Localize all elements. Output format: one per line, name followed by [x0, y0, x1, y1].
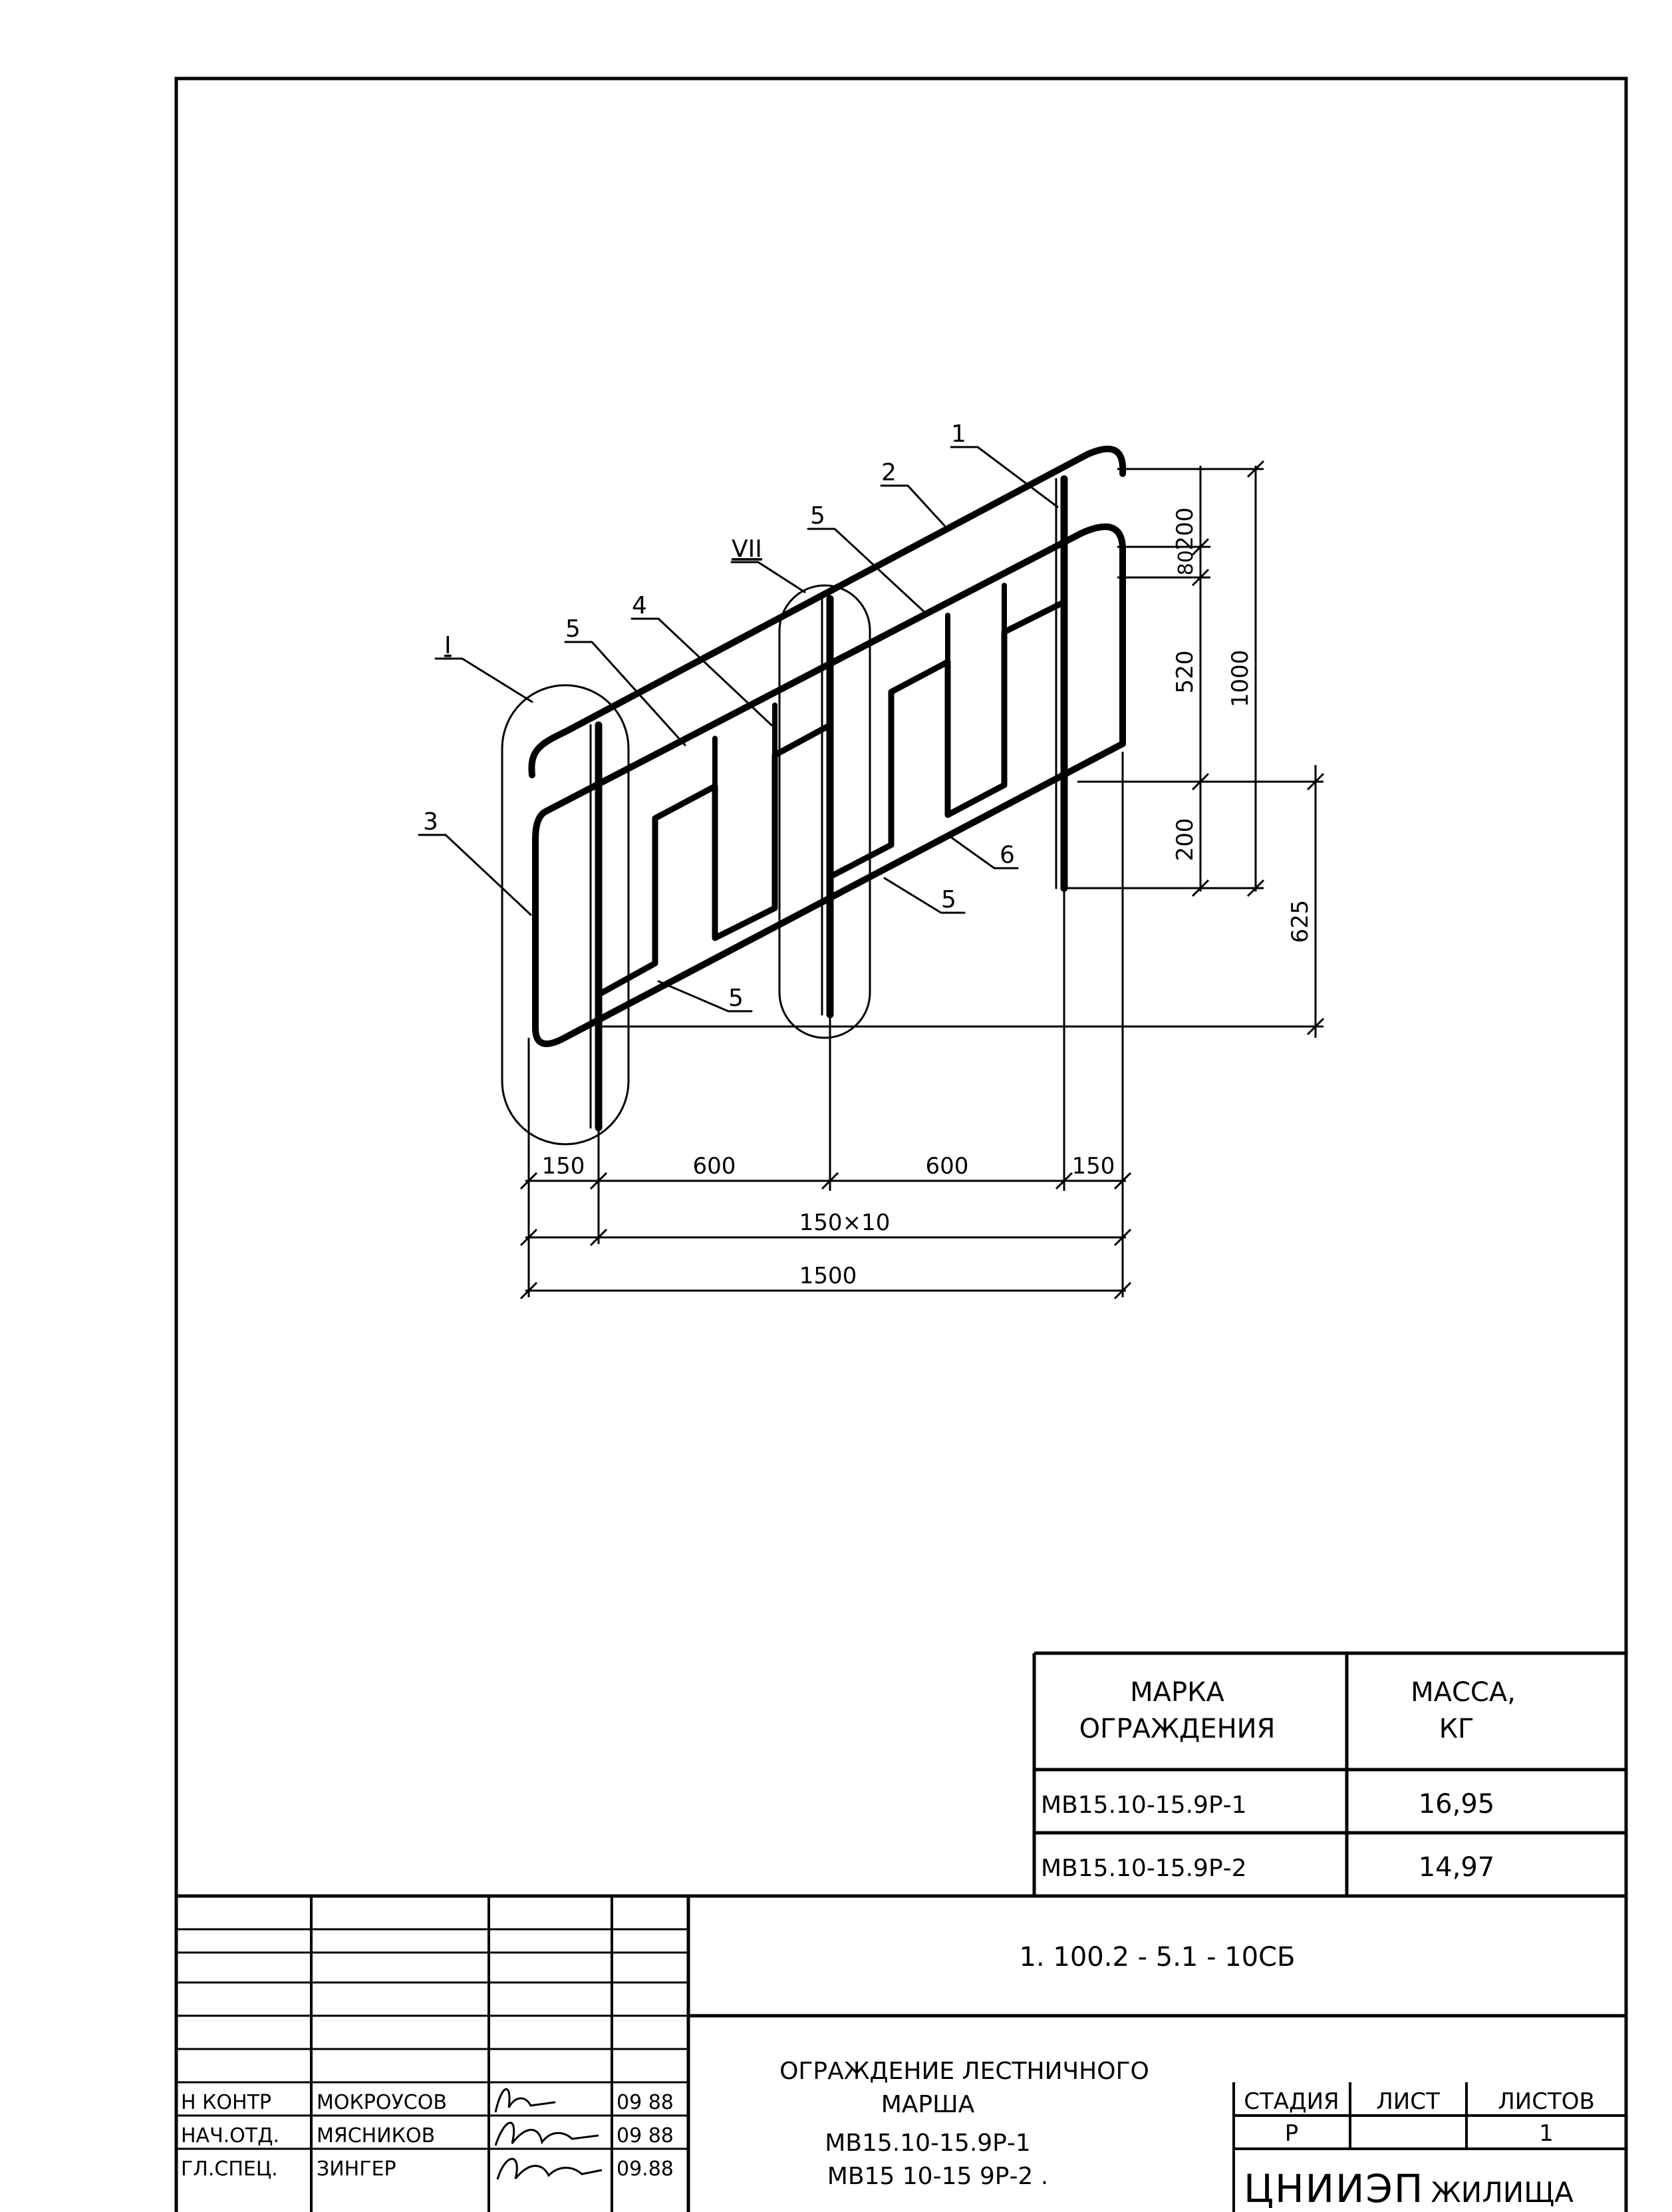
dim-200-bottom: 200 [1172, 818, 1198, 862]
mass-table-row-1-mass: 16,95 [1419, 1789, 1495, 1819]
callout-4: 4 [632, 592, 647, 619]
signature-role-3: ГЛ.СПЕЦ. [181, 2157, 278, 2181]
mass-table-text: МАРКА ОГРАЖДЕНИЯ МАССА, КГ МВ15.10-15.9Р… [1041, 1677, 1516, 1883]
dim-600-left: 600 [693, 1153, 736, 1180]
signature-name-3: ЗИНГЕР [317, 2157, 396, 2181]
sheets-label: ЛИСТОВ [1498, 2088, 1595, 2115]
callout-labels: 1 2 5 VII 4 5 I 3 5 5 6 5 [423, 420, 1015, 1012]
title-block-text: 1. 100.2 - 5.1 - 10СБ ОГРАЖДЕНИЕ ЛЕСТНИЧ… [181, 1942, 1595, 2211]
callout-vii: VII [732, 536, 762, 563]
callout-5a: 5 [810, 502, 825, 530]
dim-520: 520 [1172, 651, 1198, 694]
signature-scribble-3 [496, 2157, 603, 2180]
sheet-label: ЛИСТ [1376, 2088, 1440, 2115]
stage-value: Р [1285, 2120, 1299, 2147]
dim-80: 80 [1175, 550, 1198, 575]
signature-name-1: МОКРОУСОВ [317, 2091, 447, 2114]
mass-table-row-1-mark: МВ15.10-15.9Р-1 [1041, 1792, 1247, 1819]
frame-lower [532, 523, 1127, 1047]
title-block-grid [176, 1894, 1626, 2212]
signature-date-1: 09 88 [617, 2091, 674, 2114]
mass-table [1032, 1651, 1626, 1896]
dim-600-right: 600 [926, 1153, 969, 1180]
title-line-2: МАРША [881, 2091, 975, 2118]
callout-3: 3 [423, 808, 438, 836]
callout-5b: 5 [565, 615, 581, 643]
sheet-frame [174, 77, 1628, 2212]
signature-role-1: Н КОНТР [181, 2091, 271, 2114]
mass-table-row-2-mark: МВ15.10-15.9Р-2 [1041, 1855, 1247, 1882]
dim-1500: 1500 [799, 1263, 857, 1289]
signature-name-2: МЯСНИКОВ [317, 2124, 435, 2147]
callout-i: I [444, 632, 452, 659]
detail-loop-i [501, 684, 630, 1146]
mass-table-header-mass-2: КГ [1439, 1714, 1474, 1744]
stage-label: СТАДИЯ [1244, 2088, 1339, 2115]
horizontal-dimensions [519, 752, 1132, 1300]
dim-150-right: 150 [1072, 1153, 1115, 1180]
railing-drawing [418, 445, 1127, 1146]
dim-625: 625 [1287, 900, 1314, 943]
mass-table-header-mark-1: МАРКА [1130, 1677, 1224, 1708]
title-line-1: ОГРАЖДЕНИЕ ЛЕСТНИЧНОГО [779, 2058, 1149, 2085]
dim-150x10: 150×10 [799, 1209, 891, 1236]
document-code: 1. 100.2 - 5.1 - 10СБ [1020, 1942, 1296, 1973]
title-line-4: МВ15 10-15 9Р-2 . [827, 2163, 1048, 2190]
handwritten-signatures [494, 2088, 603, 2180]
signature-date-2: 09 88 [617, 2124, 674, 2147]
mass-table-header-mass-1: МАССА, [1411, 1677, 1516, 1708]
callout-5c: 5 [728, 985, 744, 1012]
dim-150-left: 150 [542, 1153, 585, 1180]
callout-1: 1 [951, 420, 966, 448]
signature-scribble-2 [494, 2122, 599, 2146]
sheets-value: 1 [1539, 2120, 1554, 2147]
mass-table-header-mark-2: ОГРАЖДЕНИЯ [1079, 1714, 1276, 1744]
vertical-dimensions [599, 460, 1325, 1038]
dim-1000: 1000 [1227, 650, 1254, 708]
dim-200-top: 200 [1172, 508, 1198, 551]
callout-5d: 5 [941, 886, 956, 913]
mass-table-row-2-mass: 14,97 [1419, 1852, 1495, 1883]
callout-6: 6 [1000, 842, 1015, 869]
handrail-top [528, 445, 1127, 778]
detail-loop-vii [778, 584, 871, 1039]
horizontal-dimension-labels: 150 600 600 150 150×10 1500 [542, 1153, 1115, 1289]
callout-2: 2 [881, 459, 897, 486]
vertical-dimension-labels: 200 80 520 1000 200 625 [1172, 508, 1314, 943]
signature-scribble-1 [494, 2088, 556, 2113]
title-line-3: МВ15.10-15.9Р-1 [825, 2130, 1031, 2157]
signature-role-2: НАЧ.ОТД. [181, 2124, 279, 2147]
signature-date-3: 09.88 [617, 2157, 674, 2181]
